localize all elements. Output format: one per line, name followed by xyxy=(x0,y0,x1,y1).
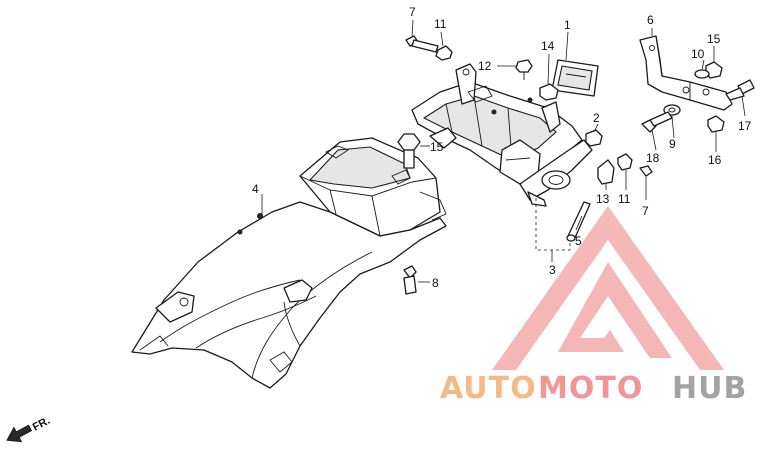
rear-fender xyxy=(131,137,447,389)
callout-15-left: 15 xyxy=(430,140,444,154)
callout-11-mid: 11 xyxy=(618,192,631,206)
light-rod xyxy=(566,201,591,242)
license-light-stay xyxy=(519,139,593,207)
callout-2: 2 xyxy=(593,111,600,125)
callout-7-top: 7 xyxy=(409,5,416,19)
callout-8: 8 xyxy=(432,276,439,290)
watermark: AUTO MOTO HUB xyxy=(440,206,747,406)
watermark-text-hub: HUB xyxy=(672,371,747,406)
callout-11-top: 11 xyxy=(434,17,447,31)
callout-9: 9 xyxy=(669,137,676,151)
callout-15-right: 15 xyxy=(707,32,721,46)
callout-4: 4 xyxy=(252,182,259,196)
license-bracket xyxy=(411,63,583,185)
watermark-triangle-icon xyxy=(492,206,724,370)
callout-14: 14 xyxy=(541,39,555,53)
reflector-bracket xyxy=(639,35,733,111)
watermark-text-moto: MOTO xyxy=(538,371,643,406)
callout-5: 5 xyxy=(575,234,582,248)
callout-numbers: 7 11 12 14 1 6 15 10 17 2 9 18 16 15 4 1… xyxy=(252,5,752,290)
callout-18: 18 xyxy=(646,151,660,165)
watermark-text-auto: AUTO xyxy=(440,371,537,406)
callout-1: 1 xyxy=(564,18,571,32)
leader-lines xyxy=(261,19,746,283)
callout-13: 13 xyxy=(596,192,610,206)
callout-17: 17 xyxy=(738,119,752,133)
front-direction-indicator: FR. xyxy=(6,415,52,443)
front-label: FR. xyxy=(31,415,52,434)
callout-7-mid: 7 xyxy=(642,204,649,218)
front-arrow-icon xyxy=(6,424,33,443)
hardware xyxy=(397,35,755,295)
callout-10: 10 xyxy=(691,47,705,61)
callout-16: 16 xyxy=(708,153,722,167)
callout-3: 3 xyxy=(549,263,556,277)
callout-12: 12 xyxy=(478,59,492,73)
license-light-lens xyxy=(551,59,599,97)
callout-6: 6 xyxy=(647,13,654,27)
